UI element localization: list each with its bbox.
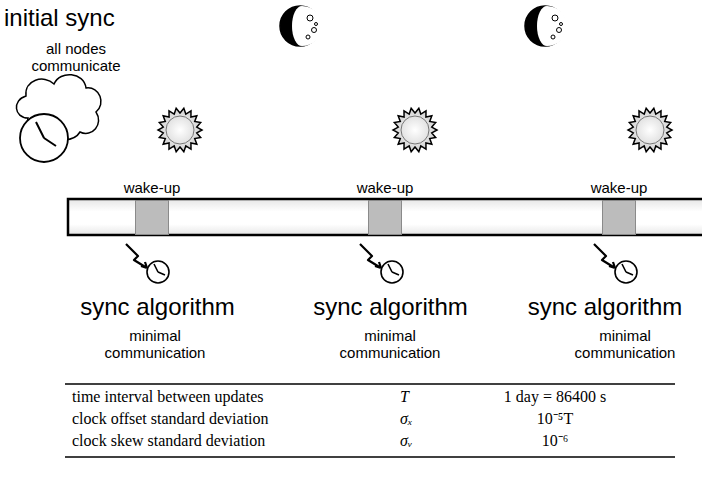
alarm-clock-icon: [594, 244, 637, 283]
moon-crater: [315, 23, 318, 26]
subheading: all nodes communicate: [18, 40, 134, 75]
moon-lit: [292, 6, 322, 46]
sun-icon: [158, 108, 202, 151]
step-note: minimal communication: [565, 327, 685, 362]
moon-crater: [306, 35, 310, 39]
moon-icon: [525, 6, 567, 46]
moon-crater: [551, 35, 555, 39]
table-symbol: σᵥ: [400, 432, 440, 450]
clock-face: [147, 261, 169, 283]
clock-icon: [20, 114, 68, 162]
lightning-bolt: [594, 244, 615, 268]
sun-icon: [393, 108, 437, 151]
wake-up-slot: wake-up: [368, 200, 402, 235]
slot-label: wake-up: [357, 179, 414, 196]
lightning-bolt: [126, 244, 147, 268]
slot-label: wake-up: [591, 179, 648, 196]
sun-rays: [158, 108, 202, 151]
table-symbol: σₓ: [400, 410, 440, 428]
table-cell: clock skew standard deviation: [72, 432, 392, 450]
alarm-clock-icon: [126, 244, 169, 283]
sun-disk: [166, 116, 194, 144]
step-title: sync algorithm: [298, 293, 483, 321]
heading: initial sync: [4, 4, 184, 32]
sun-rays: [628, 108, 672, 151]
step-note: minimal communication: [95, 327, 215, 362]
clock-face: [381, 261, 403, 283]
table-cell: time interval between updates: [72, 388, 392, 406]
sun-rays: [393, 108, 437, 151]
table-rule: [65, 383, 675, 385]
clock-face: [615, 261, 637, 283]
table-value: 10⁻⁵T: [455, 410, 655, 428]
clock-hands: [154, 264, 165, 275]
table-symbol: T: [400, 388, 440, 406]
wake-up-slot: wake-up: [602, 200, 636, 235]
clock-hands: [388, 264, 399, 275]
timeline-bar: [68, 199, 702, 235]
sun-disk: [401, 116, 429, 144]
moon-crater: [552, 15, 558, 21]
moon-icon: [280, 6, 322, 46]
timeline-outline: [68, 199, 702, 235]
moon-lit: [537, 6, 567, 46]
sun-disk: [636, 116, 664, 144]
moon-crater: [557, 28, 562, 33]
lightning-bolt: [360, 244, 381, 268]
step-note: minimal communication: [330, 327, 450, 362]
moon-crater: [312, 28, 317, 33]
wake-up-slot: wake-up: [135, 200, 169, 235]
moon-crater: [307, 15, 313, 21]
clock-hands: [622, 264, 633, 275]
clock-hands: [36, 122, 56, 146]
table-value: 10⁻⁶: [455, 432, 655, 450]
step-title: sync algorithm: [510, 293, 700, 321]
sun-icon: [628, 108, 672, 151]
moon-crater: [560, 23, 563, 26]
slot-label: wake-up: [124, 179, 181, 196]
alarm-clock-icon: [360, 244, 403, 283]
table-value: 1 day = 86400 s: [455, 388, 655, 406]
table-cell: clock offset standard deviation: [72, 410, 392, 428]
step-title: sync algorithm: [65, 293, 250, 321]
table-rule: [65, 456, 675, 458]
